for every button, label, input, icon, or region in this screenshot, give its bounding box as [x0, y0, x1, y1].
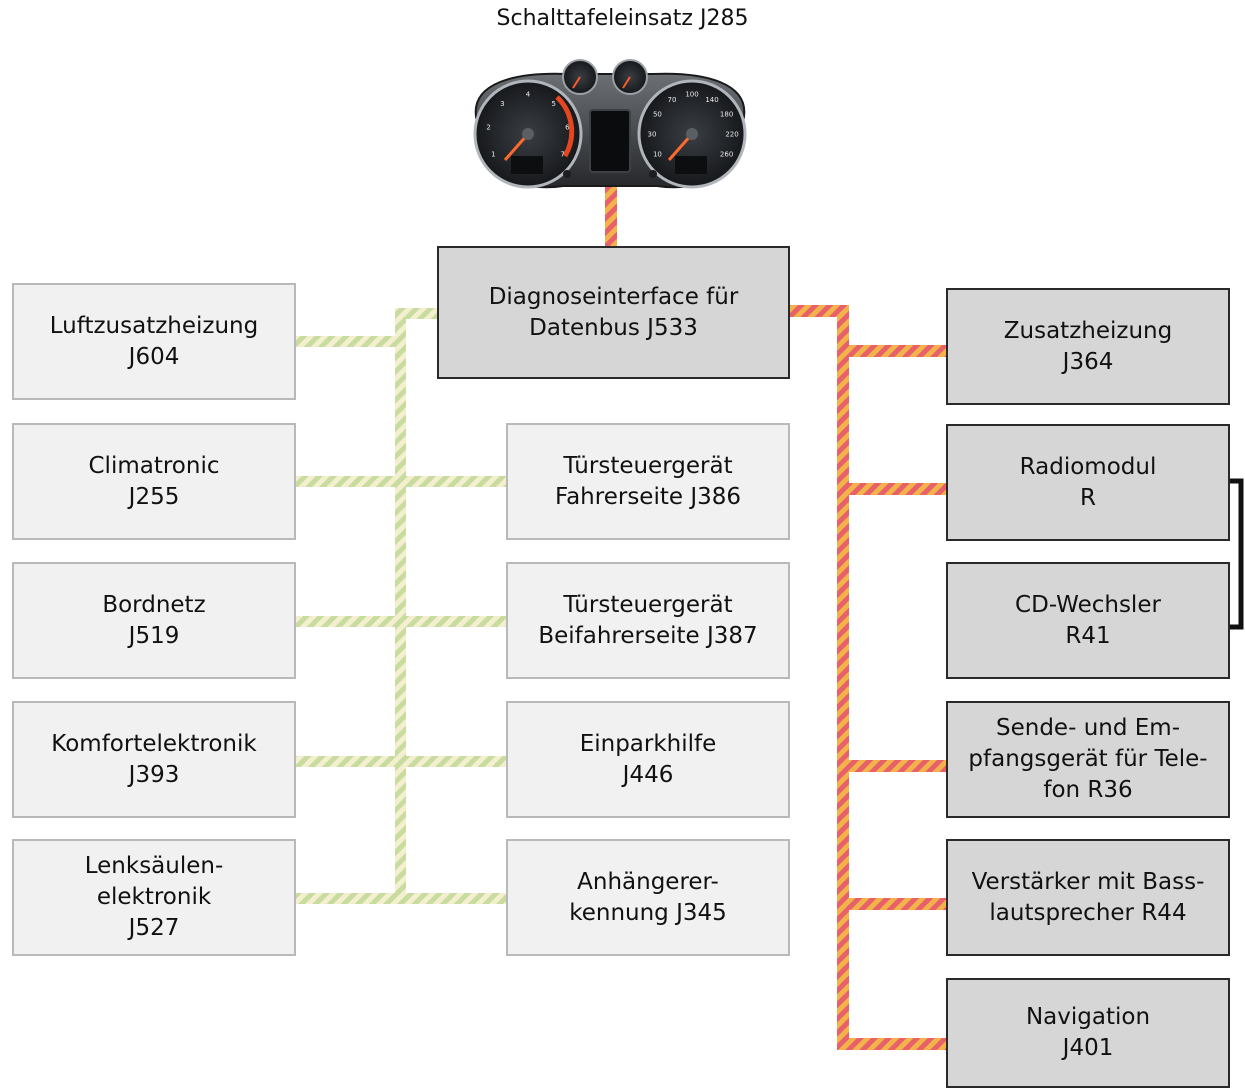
infotainment-bus-from-gateway — [789, 305, 847, 317]
speedometer-display — [675, 156, 707, 174]
node-label: Sende- und Em- — [996, 715, 1180, 741]
infotainment-branch-j401 — [837, 1038, 948, 1050]
node-label: Bordnetz — [102, 591, 206, 618]
node-box-r44: Verstärker mit Bass- lautsprecher R44 — [946, 839, 1230, 956]
node-box-j345: Anhängerer- kennung J345 — [506, 839, 790, 956]
gateway-label-line1: Diagnoseinterface für — [488, 283, 739, 310]
node-label: Komfortelektronik — [51, 730, 257, 757]
speedometer-tick-label: 70 — [668, 96, 677, 104]
tachometer-tick-label: 7 — [560, 151, 564, 159]
speedometer-tick-label: 220 — [725, 131, 738, 139]
infotainment-bus-trunk — [837, 305, 849, 1050]
infotainment-bus-to-cluster — [605, 180, 617, 248]
node-label: fon R36 — [1043, 777, 1133, 803]
tachometer-tick-label: 3 — [500, 100, 504, 108]
comfort-branch-j255-j386 — [295, 476, 507, 487]
node-box-j604: Luftzusatzheizung J604 — [12, 283, 296, 400]
gateway-box-j533: Diagnoseinterface für Datenbus J533 — [437, 246, 790, 379]
comfort-branch-j527-j345 — [295, 893, 507, 904]
tachometer-tick-label: 4 — [526, 91, 531, 99]
gateway-label-line2: Datenbus J533 — [529, 314, 698, 341]
infotainment-bus — [605, 180, 948, 1050]
speedometer-tick-label: 30 — [648, 131, 657, 139]
tachometer: 1 2 3 4 5 6 7 — [473, 79, 583, 189]
node-label: Zusatzheizung — [1003, 317, 1173, 344]
node-label: J527 — [128, 915, 180, 941]
node-label: Beifahrerseite J387 — [538, 622, 758, 649]
node-label: Luftzusatzheizung — [49, 312, 259, 339]
node-box-j255: Climatronic J255 — [12, 423, 296, 540]
node-box-j401: Navigation J401 — [946, 978, 1230, 1088]
node-label: Türsteuergerät — [563, 591, 733, 618]
comfort-branch-j519-j387 — [295, 616, 507, 627]
comfort-bus — [295, 308, 507, 904]
node-label: J519 — [128, 622, 180, 649]
instrument-cluster-label: Schalttafeleinsatz J285 — [496, 6, 749, 31]
node-label: J604 — [128, 343, 180, 370]
tachometer-tick-label: 2 — [486, 124, 490, 132]
temperature-needle — [622, 76, 631, 89]
node-box-j364: Zusatzheizung J364 — [946, 288, 1230, 405]
infotainment-branch-r36 — [837, 760, 948, 772]
node-label: Türsteuergerät — [563, 452, 733, 479]
node-label: lautsprecher R44 — [989, 899, 1187, 926]
node-box-r41: CD-Wechsler R41 — [946, 562, 1230, 679]
speedometer-tick-label: 180 — [720, 111, 733, 119]
node-label: Lenksäulen- — [84, 853, 224, 879]
center-display — [589, 109, 631, 173]
comfort-bus-to-gateway — [395, 308, 439, 319]
tachometer-tick-label: 6 — [565, 124, 570, 132]
node-label: Radiomodul — [1019, 453, 1157, 480]
comfort-branch-j393-j446 — [295, 756, 507, 767]
radio-cd-link — [1229, 478, 1244, 630]
node-label: R — [1080, 484, 1096, 511]
speedometer-tick-label: 100 — [685, 91, 698, 99]
node-box-j387: Türsteuergerät Beifahrerseite J387 — [506, 562, 790, 679]
comfort-bus-trunk — [395, 308, 406, 899]
node-label: CD-Wechsler — [1015, 591, 1161, 618]
tachometer-tick-label: 1 — [491, 151, 495, 159]
tachometer-display — [511, 156, 543, 174]
node-box-j446: Einparkhilfe J446 — [506, 701, 790, 818]
infotainment-branch-j364 — [837, 345, 948, 357]
fuel-needle — [572, 76, 581, 89]
comfort-branch-j604 — [295, 336, 405, 347]
node-label: kennung J345 — [569, 899, 727, 926]
node-label: Climatronic — [88, 452, 220, 479]
node-label: J393 — [128, 761, 180, 788]
tachometer-tick-label: 5 — [551, 100, 555, 108]
node-box-r36: Sende- und Em- pfangsgerät für Tele- fon… — [946, 701, 1230, 818]
speedometer-tick-label: 260 — [720, 151, 733, 159]
node-label: Fahrerseite J386 — [554, 483, 742, 510]
node-box-radio-r: Radiomodul R — [946, 424, 1230, 541]
speedometer-tick-label: 10 — [653, 151, 662, 159]
node-box-j527: Lenksäulen- elektronik J527 — [12, 839, 296, 956]
node-label: Navigation — [1025, 1004, 1151, 1030]
node-label: elektronik — [96, 884, 212, 910]
node-label: J446 — [622, 761, 674, 788]
node-label: Einparkhilfe — [579, 730, 717, 757]
node-box-j519: Bordnetz J519 — [12, 562, 296, 679]
node-label: Verstärker mit Bass- — [971, 868, 1205, 895]
node-label: J255 — [128, 483, 180, 510]
infotainment-branch-radio — [837, 483, 948, 495]
node-label: Anhängerer- — [577, 868, 719, 895]
node-label: J364 — [1062, 348, 1114, 375]
node-label: R41 — [1065, 622, 1111, 649]
node-box-j386: Türsteuergerät Fahrerseite J386 — [506, 423, 790, 540]
trip-reset-knob — [563, 170, 571, 178]
node-label: J401 — [1062, 1035, 1114, 1061]
node-box-j393: Komfortelektronik J393 — [12, 701, 296, 818]
clock-set-knob — [649, 170, 657, 178]
node-label: pfangsgerät für Tele- — [968, 746, 1208, 772]
speedometer-tick-label: 140 — [705, 96, 718, 104]
speedometer-tick-label: 50 — [653, 111, 662, 119]
infotainment-branch-r44 — [837, 898, 948, 910]
